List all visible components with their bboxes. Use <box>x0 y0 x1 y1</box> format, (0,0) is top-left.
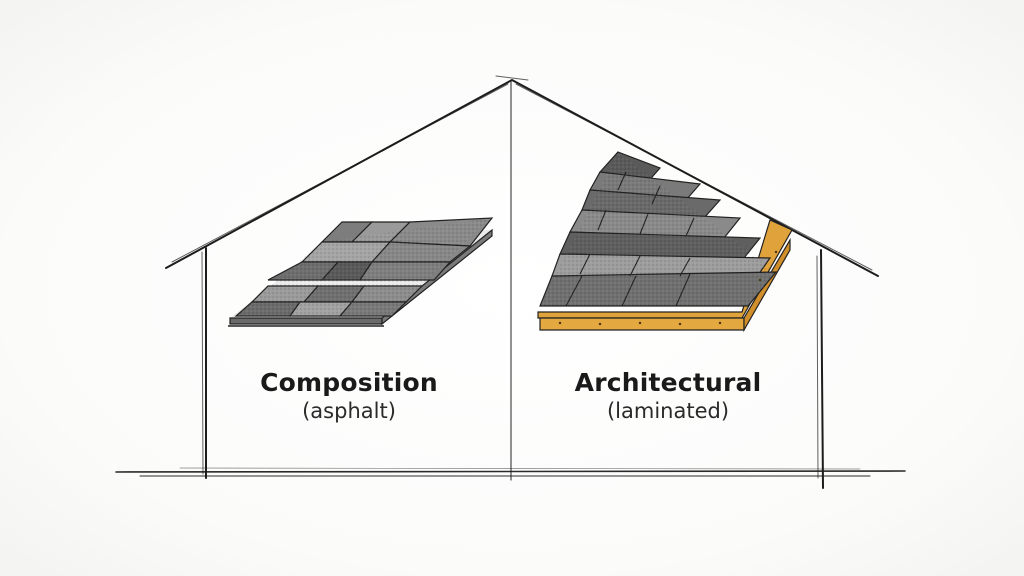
composition-label: Composition (asphalt) <box>249 368 449 423</box>
architectural-subtitle: (laminated) <box>606 399 730 423</box>
composition-subtitle: (asphalt) <box>302 399 396 423</box>
composition-title: Composition <box>260 368 438 397</box>
composition-shingle-panel <box>228 217 494 327</box>
architectural-title: Architectural <box>574 368 762 397</box>
architectural-label: Architectural (laminated) <box>563 368 773 423</box>
architectural-shingle-panel <box>537 151 793 333</box>
house-outline <box>165 75 879 489</box>
